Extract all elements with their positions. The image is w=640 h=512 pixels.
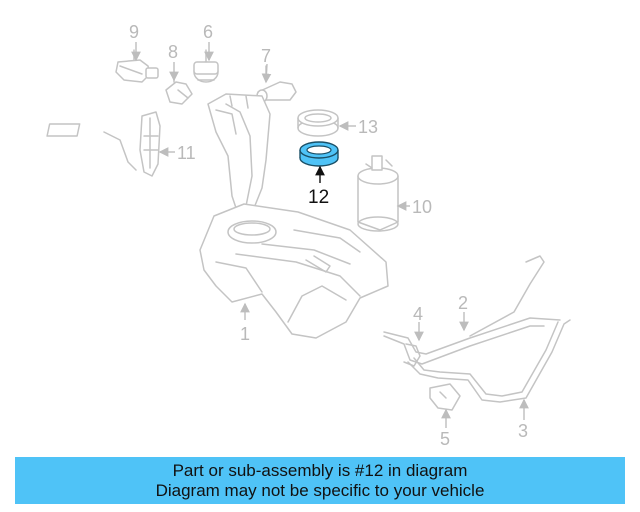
part-12-gasket-highlighted bbox=[299, 141, 339, 167]
part-10-fuel-pump bbox=[357, 155, 399, 232]
part-2-strap bbox=[383, 255, 561, 365]
part-6-valve bbox=[193, 49, 219, 83]
part-9-valve bbox=[115, 49, 159, 83]
callout-11: 11 bbox=[177, 143, 196, 163]
part-1-fuel-tank bbox=[199, 203, 389, 339]
banner-line-1: Part or sub-assembly is #12 in diagram bbox=[172, 460, 468, 480]
callout-7: 7 bbox=[261, 46, 271, 66]
leader-lines bbox=[131, 42, 529, 428]
filler-neck bbox=[207, 93, 271, 215]
part-3-strap bbox=[407, 319, 571, 403]
callout-2: 2 bbox=[458, 293, 468, 313]
callout-9: 9 bbox=[129, 22, 139, 42]
part-13-lock-ring bbox=[297, 109, 339, 137]
callout-6: 6 bbox=[203, 22, 213, 42]
callout-13: 13 bbox=[358, 117, 378, 137]
info-banner: Part or sub-assembly is #12 in diagram D… bbox=[15, 457, 625, 504]
callout-4: 4 bbox=[413, 304, 423, 324]
part-4-mount bbox=[403, 343, 421, 367]
part-5-bracket bbox=[429, 383, 461, 411]
callout-12-highlighted: 12 bbox=[308, 187, 329, 208]
callout-10: 10 bbox=[412, 197, 432, 217]
callout-1: 1 bbox=[240, 324, 250, 344]
callout-3: 3 bbox=[518, 421, 528, 441]
callout-8: 8 bbox=[168, 42, 178, 62]
callout-5: 5 bbox=[440, 429, 450, 449]
fuel-tank-diagram: 9 8 6 7 13 11 10 12 1 2 4 3 5 bbox=[46, 22, 571, 449]
part-11-sender bbox=[46, 111, 161, 177]
banner-line-2: Diagram may not be specific to your vehi… bbox=[155, 480, 485, 500]
part-8-sensor bbox=[165, 71, 193, 105]
